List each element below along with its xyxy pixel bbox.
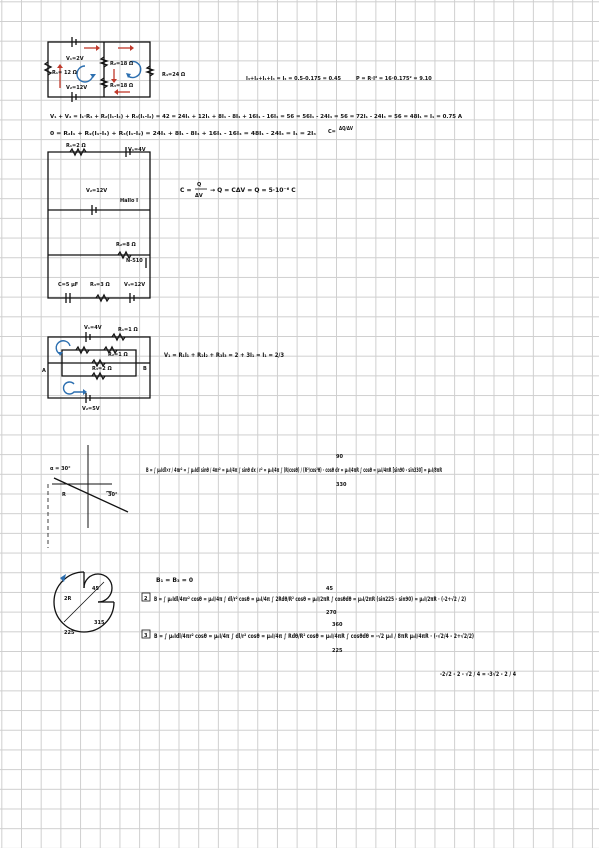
- biot1-corner-label: 30°: [108, 492, 118, 498]
- c3-node-a: A: [42, 368, 46, 374]
- circuit-diagram-3: [47, 332, 151, 403]
- c1-v1-label: V₁=2V: [66, 56, 84, 62]
- cap-eq-den: ΔV: [195, 193, 203, 199]
- biot1-upper-limit: 90: [336, 454, 343, 460]
- segment-2-marker: 2: [144, 596, 148, 602]
- biot-savart-segment-2: B = ∫ μ₀Idl/4πr² cosθ = μ₀I/4π ∫ dl/r² c…: [154, 596, 466, 603]
- c3-node-b: B: [143, 366, 147, 372]
- biot1-lower-limit: 330: [336, 482, 347, 488]
- segment-2-lower-limit: 270: [326, 610, 337, 616]
- c3-v1-label: V₁=4V: [84, 325, 102, 331]
- c1-v2-label: V₂=12V: [66, 85, 87, 91]
- cap-eq-rhs: → Q = CΔV = Q = 5·10⁻⁶ C: [210, 187, 296, 194]
- c1-r2-label: R₂=18 Ω: [110, 61, 134, 67]
- biot1-angle-label: α = 30°: [50, 466, 71, 472]
- c3-r3-label: R₃=2 Ω: [92, 366, 112, 372]
- c1-r3-label: R₃=18 Ω: [110, 83, 134, 89]
- c3-r1-label: R₁=1 Ω: [118, 327, 138, 333]
- c2-n-label: N-510: [126, 258, 143, 264]
- c2-r3-label: R₃=3 Ω: [90, 282, 110, 288]
- c3-v2-label: V₂=5V: [82, 406, 100, 412]
- kirchhoff-loop-1: V₁ + V₂ = I₁·R₄ + R₂(I₁-I₄) + R₃(I₁-I₂) …: [50, 114, 462, 120]
- c1-r1-label: R₁= 12 Ω: [52, 70, 78, 76]
- c3-r2-label: R₂=1 Ω: [108, 352, 128, 358]
- biot2-given: B₁ = B₃ = 0: [156, 577, 193, 584]
- biot1-r-label: R: [62, 492, 66, 498]
- c2-v2-label: V₂=12V: [86, 188, 107, 194]
- arc-loop-diagram: [53, 571, 115, 633]
- arc-label-315: 315: [94, 620, 105, 626]
- cap-eq-lhs: C =: [180, 187, 192, 194]
- circuit-diagram-2: [47, 147, 151, 303]
- c2-r1-label: R₁=2 Ω: [66, 143, 86, 149]
- final-simplification: -2√2 - 2 - √2 / 4 = -3√2 - 2 / 4: [440, 671, 516, 678]
- capacitance-def-lhs: C=: [328, 129, 336, 135]
- capacitance-def-frac: ΔQ/ΔV: [339, 126, 353, 132]
- circuit-diagram-1: [43, 37, 156, 102]
- wire-angle-diagram: [47, 445, 129, 548]
- arc-label-r: 2R: [64, 596, 71, 602]
- biot-savart-integral-1: B = ∫ μ₀Idl×r / 4πr² = ∫ μ₀Idl sinθ / 4π…: [146, 467, 442, 474]
- arc-label-225: 225: [64, 630, 75, 636]
- kirchhoff-loop-2: 0 = R₂I₁ + R₂(I₁-I₄) + R₃(I₁-I₂) = 24I₁ …: [50, 131, 316, 137]
- arc-label-45: 45: [92, 586, 99, 592]
- c2-r2-label: R₂=8 Ω: [116, 242, 136, 248]
- power-equation: P = R·I² = 16·0.175² = 9.10: [356, 76, 432, 82]
- biot-savart-segment-3: B = ∫ μ₀Idl/4πr² cosθ = μ₀I/4π ∫ dl/r² c…: [154, 633, 474, 640]
- cap-eq-num: Q: [197, 182, 201, 188]
- segment-3-lower-limit: 225: [332, 648, 343, 654]
- c2-v1-label: V₁=4V: [128, 147, 146, 153]
- c3-loop-equation: V₁ = R₁I₁ + R₂I₂ + R₃I₃ = 2 + 3I₁ = I₁ =…: [164, 352, 284, 359]
- c1-r4-label: R₄=24 Ω: [162, 72, 186, 78]
- c2-cap-label: C=5 μF: [58, 282, 78, 288]
- segment-3-upper-limit: 360: [332, 622, 343, 628]
- segment-3-marker: 3: [144, 633, 148, 639]
- c2-v3-label: V₃=12V: [124, 282, 145, 288]
- currents-equation: I₃+I₂+I₁+I₄ = I₃ = 0.5-0.175 = 0.45: [246, 76, 341, 82]
- c2-switch-label: Hallo I: [120, 198, 138, 204]
- segment-2-upper-limit: 45: [326, 586, 333, 592]
